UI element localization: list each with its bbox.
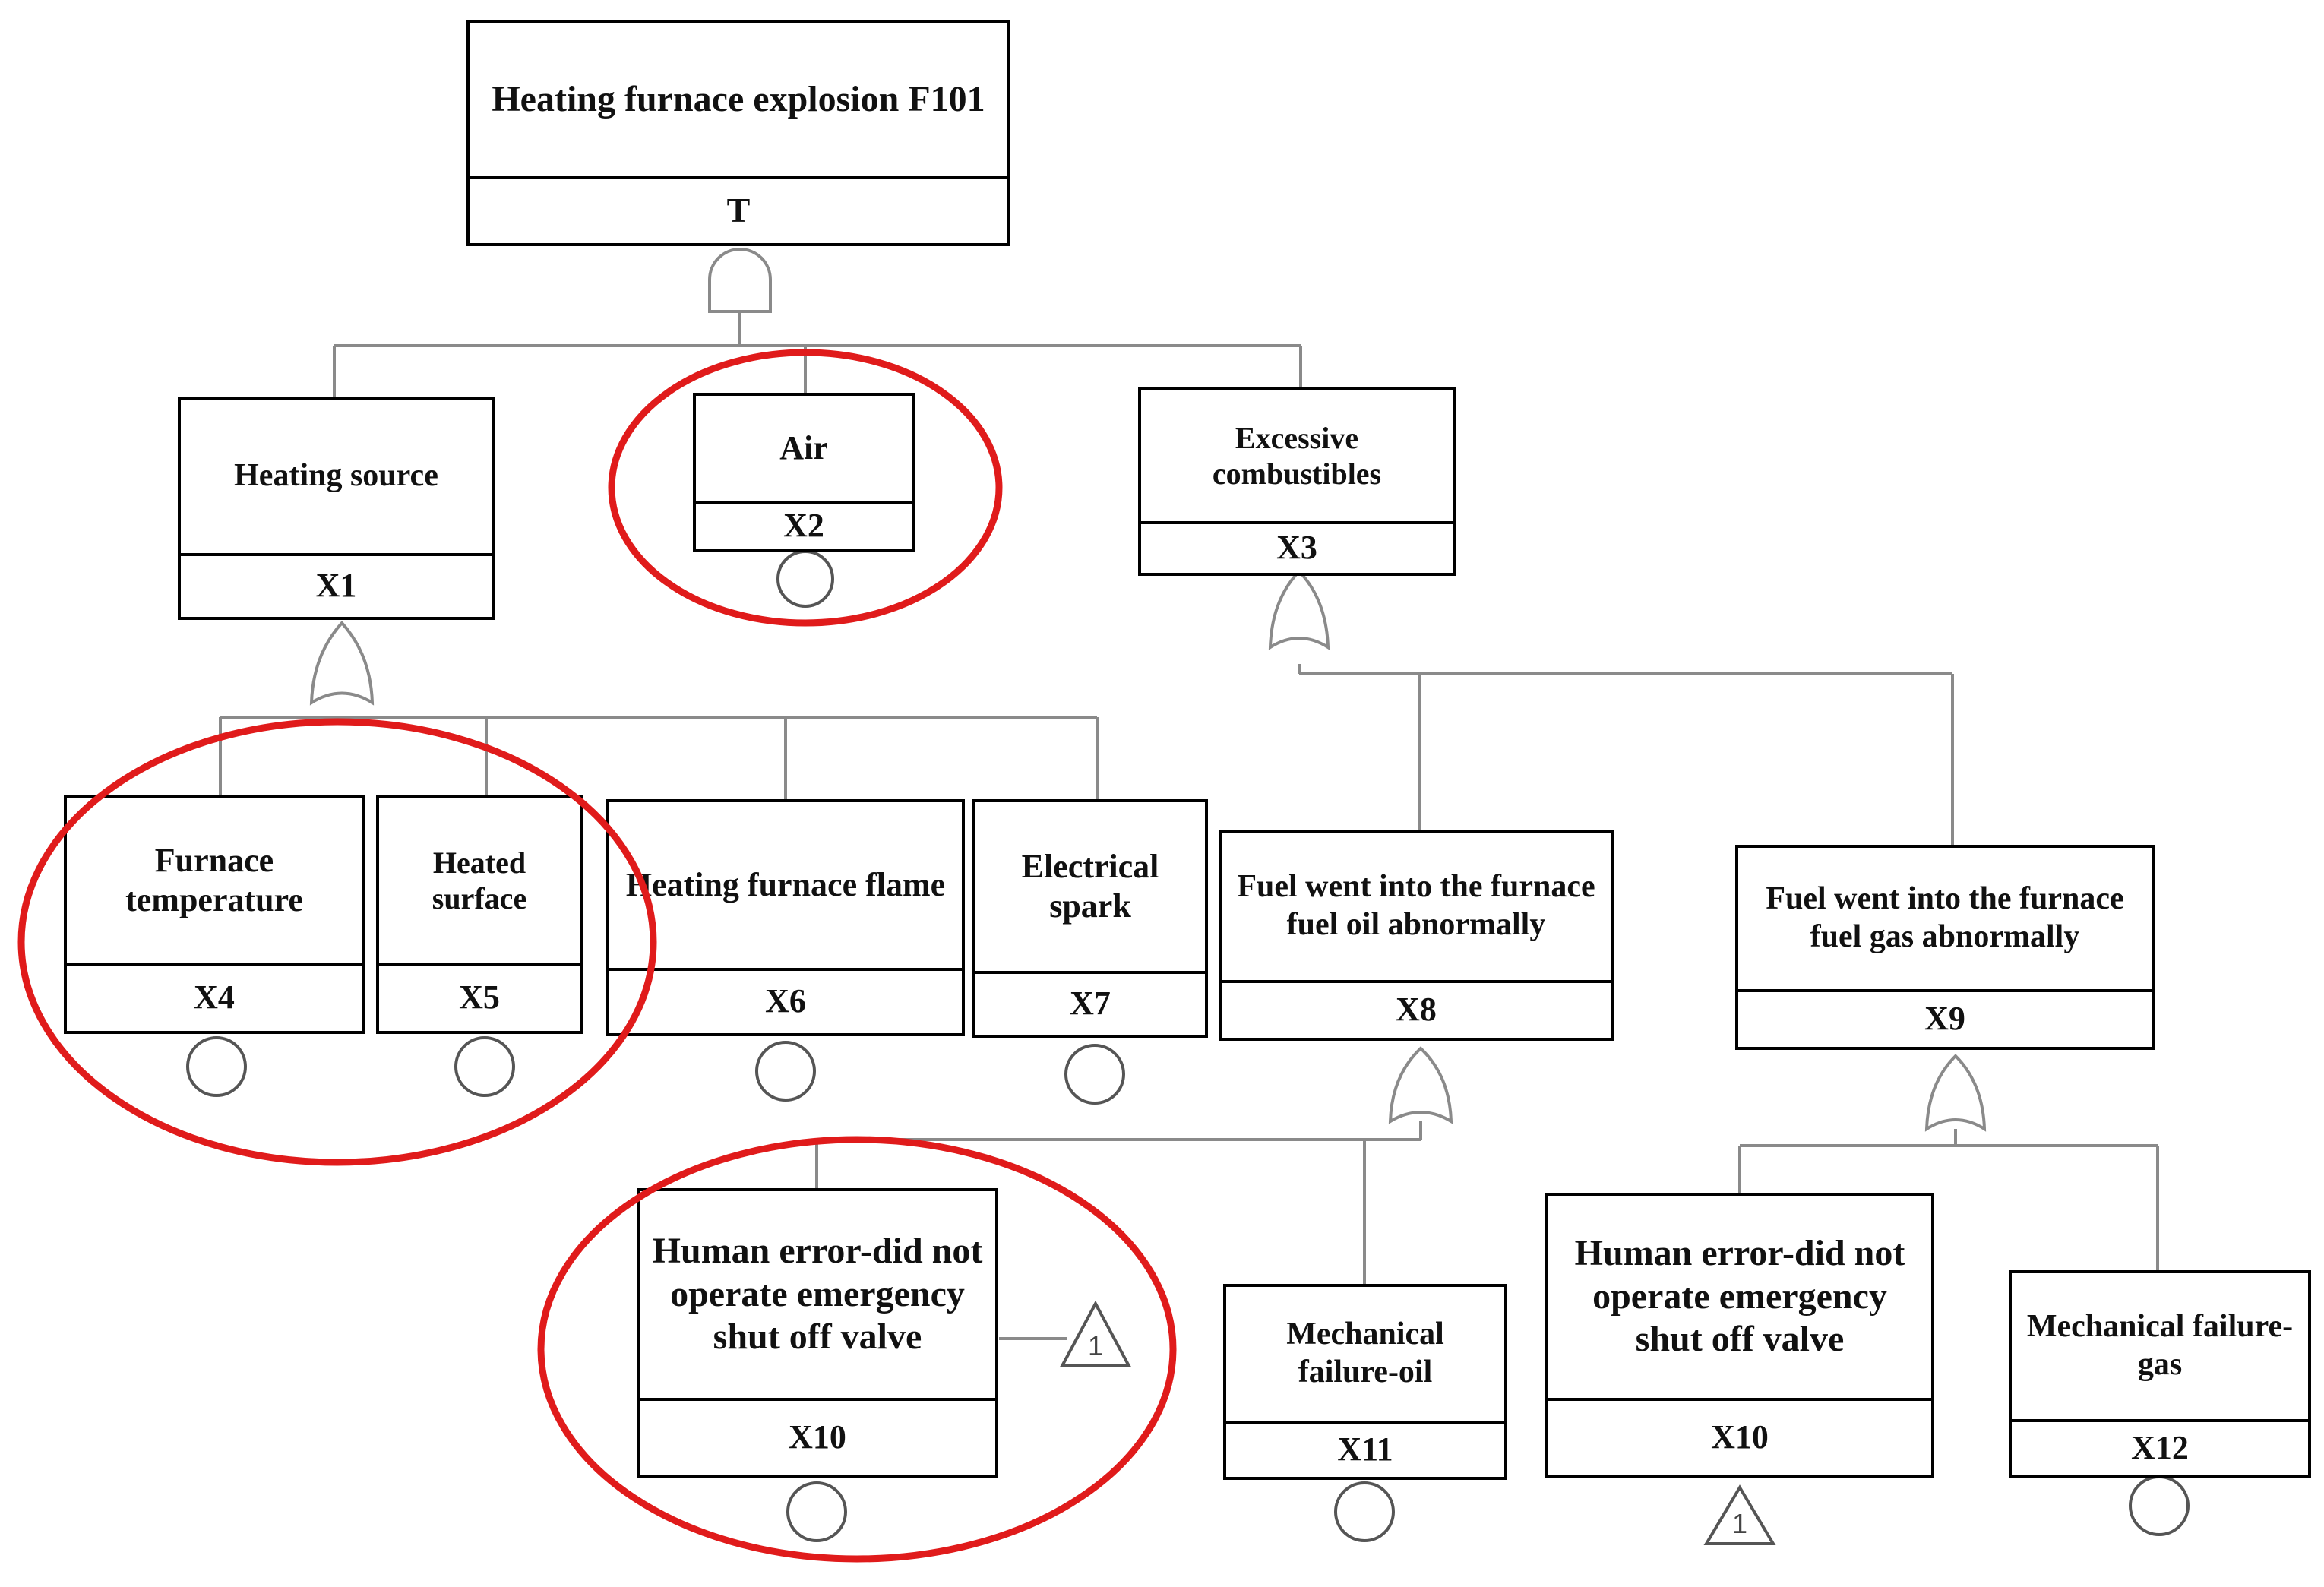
- event-code: X4: [194, 978, 235, 1016]
- event-label: Human error-did not operate emergency sh…: [640, 1191, 995, 1401]
- transfer-in-label: 1: [1732, 1508, 1747, 1539]
- event-label: Excessive combustibles: [1141, 390, 1453, 524]
- event-code: T: [726, 190, 751, 229]
- event-box-x10: Human error-did not operate emergency sh…: [637, 1188, 998, 1478]
- transfer-out-label: 1: [1088, 1330, 1103, 1361]
- event-label: Air: [696, 396, 912, 504]
- event-label: Human error-did not operate emergency sh…: [1548, 1196, 1931, 1401]
- event-box-x6: Heating furnace flame X6: [606, 799, 965, 1036]
- event-label: Heating source: [181, 400, 492, 556]
- highlight-ellipse-x2: [608, 349, 1003, 627]
- and-gate-icon: [708, 248, 772, 313]
- basic-event-circle: [755, 1041, 816, 1102]
- or-gate-icon: [1924, 1054, 1987, 1132]
- event-code: X9: [1924, 999, 1965, 1037]
- event-box-x2: Air X2: [693, 393, 915, 552]
- or-gate-icon: [309, 621, 375, 706]
- event-box-x4: Furnace temperature X4: [64, 795, 365, 1034]
- basic-event-circle: [1334, 1481, 1395, 1542]
- event-box-t: Heating furnace explosion F101 T: [466, 20, 1010, 246]
- transfer-out-triangle-icon: [1059, 1300, 1132, 1367]
- basic-event-circle: [786, 1481, 847, 1542]
- event-label: Fuel went into the furnace fuel oil abno…: [1222, 833, 1611, 983]
- event-code: X5: [459, 978, 500, 1016]
- transfer-in-triangle-icon: [1703, 1484, 1776, 1545]
- event-box-x11: Mechanical failure-oil X11: [1223, 1284, 1507, 1480]
- event-box-x5: Heated surface X5: [376, 795, 583, 1034]
- event-box-x7: Electrical spark X7: [972, 799, 1208, 1038]
- highlight-ellipse-x4-x5: [17, 718, 657, 1166]
- event-box-x8: Fuel went into the furnace fuel oil abno…: [1219, 830, 1614, 1041]
- event-code: X10: [1711, 1418, 1769, 1456]
- event-code: X1: [315, 566, 357, 604]
- event-label: Heated surface: [379, 798, 580, 966]
- event-label: Heating furnace explosion F101: [470, 23, 1007, 179]
- event-label: Mechanical failure-oil: [1226, 1287, 1504, 1424]
- event-box-x12: Mechanical failure-gas X12: [2009, 1270, 2311, 1478]
- event-code: X7: [1070, 984, 1111, 1022]
- or-gate-icon: [1268, 569, 1330, 650]
- basic-event-circle: [454, 1036, 515, 1097]
- event-code: X3: [1276, 528, 1317, 566]
- event-code: X12: [2131, 1428, 2189, 1466]
- event-code: X11: [1337, 1430, 1393, 1468]
- or-gate-icon: [1388, 1046, 1453, 1124]
- event-label: Furnace temperature: [67, 798, 362, 966]
- event-code: X8: [1396, 990, 1437, 1028]
- event-box-x9: Fuel went into the furnace fuel gas abno…: [1735, 845, 2155, 1050]
- event-label: Fuel went into the furnace fuel gas abno…: [1738, 848, 2152, 992]
- event-label: Mechanical failure-gas: [2012, 1273, 2308, 1422]
- event-code: X10: [789, 1418, 846, 1456]
- event-box-x10-transfer: Human error-did not operate emergency sh…: [1545, 1193, 1934, 1478]
- event-label: Heating furnace flame: [609, 802, 962, 971]
- event-label: Electrical spark: [975, 802, 1205, 974]
- event-box-x3: Excessive combustibles X3: [1138, 387, 1456, 576]
- highlight-ellipse-x10: [537, 1136, 1177, 1563]
- basic-event-circle: [186, 1036, 247, 1097]
- event-box-x1: Heating source X1: [178, 397, 495, 620]
- basic-event-circle: [1064, 1044, 1125, 1105]
- event-code: X2: [783, 506, 824, 544]
- event-code: X6: [765, 982, 806, 1020]
